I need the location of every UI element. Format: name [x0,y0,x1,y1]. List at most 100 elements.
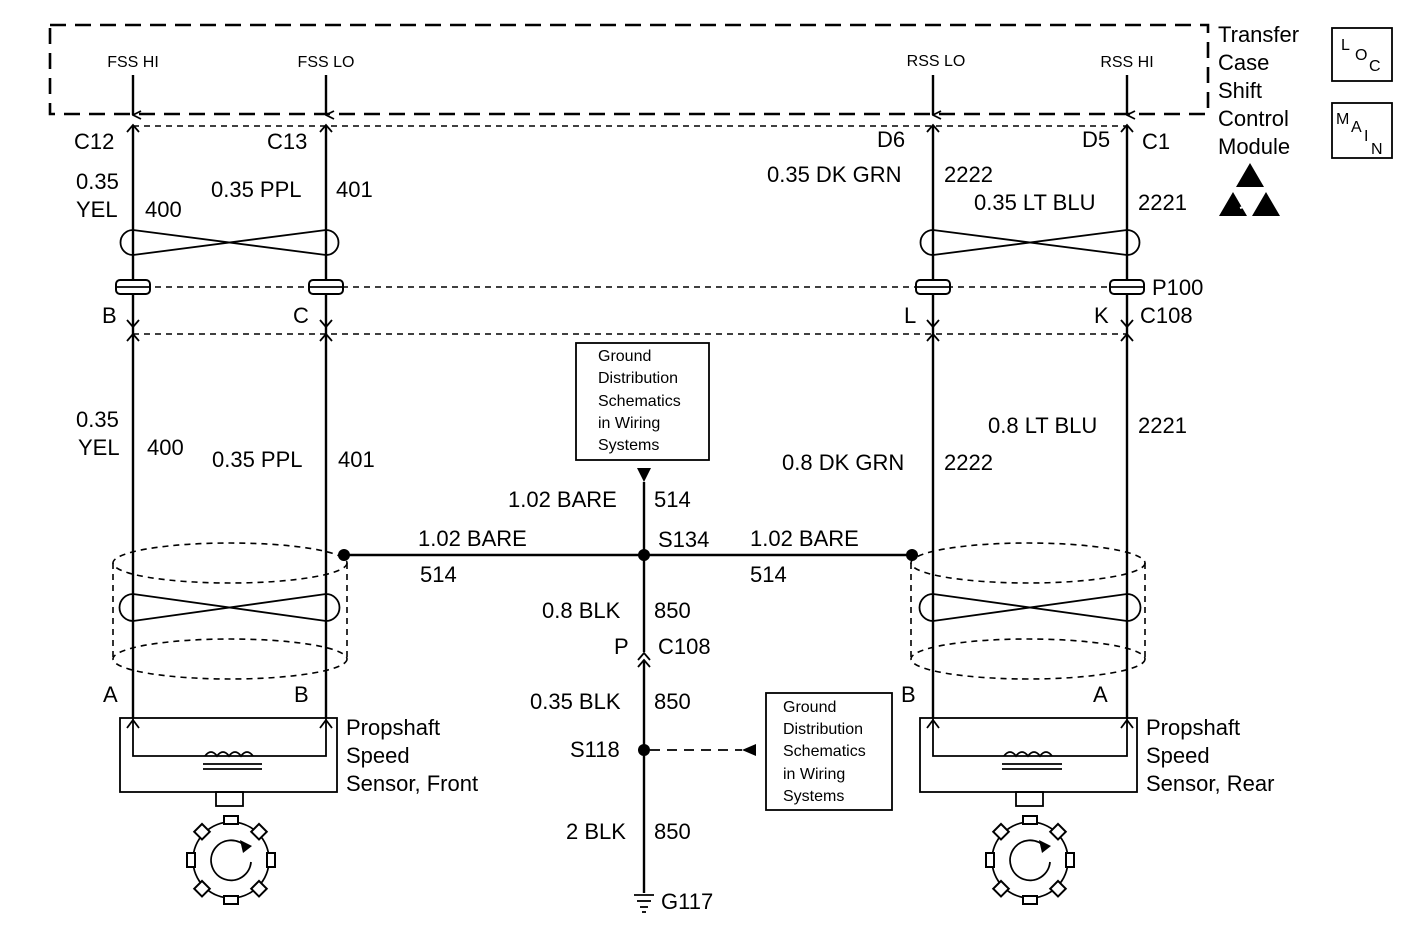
ground-wire-labels: 1.02 BARE 514 S134 0.8 BLK 850 P C108 0.… [508,487,713,914]
module-signal-labels: FSS HI FSS LO RSS LO RSS HI [107,53,1153,71]
svg-text:I: I [1364,128,1368,145]
svg-text:B: B [102,303,117,328]
module-signal-arrows [131,75,1127,115]
svg-text:S134: S134 [658,527,709,552]
svg-text:Propshaft: Propshaft [346,715,440,740]
splice-s134 [338,549,918,561]
svg-text:2222: 2222 [944,162,993,187]
svg-text:C: C [293,303,309,328]
svg-text:FSS LO: FSS LO [298,54,355,71]
svg-text:401: 401 [338,447,375,472]
module-connector-c1 [126,123,1134,133]
svg-text:M: M [1336,111,1349,128]
svg-text:D6: D6 [877,127,905,152]
svg-text:O: O [1355,47,1367,64]
esd-warning-icon [1219,163,1280,216]
svg-text:C108: C108 [658,634,711,659]
ground-reference-box-bottom[interactable]: Ground Distribution Schematics in Wiring… [765,692,893,811]
svg-text:1.02 BARE: 1.02 BARE [508,487,617,512]
svg-text:YEL: YEL [78,435,120,460]
svg-text:A: A [1351,119,1362,136]
svg-text:A: A [103,682,118,707]
svg-text:0.35 LT BLU: 0.35 LT BLU [974,190,1095,215]
svg-text:Sensor, Rear: Sensor, Rear [1146,771,1274,796]
svg-text:N: N [1371,141,1383,158]
main-symbol: M A I N [1331,102,1393,159]
svg-text:400: 400 [145,197,182,222]
svg-text:Distribution: Distribution [598,370,678,387]
svg-text:YEL: YEL [76,197,118,222]
svg-text:Speed: Speed [346,743,410,768]
svg-text:Systems: Systems [783,788,844,805]
svg-text:1.02 BARE: 1.02 BARE [418,526,527,551]
ground-reference-arrow-top [637,468,651,482]
svg-text:0.35: 0.35 [76,407,119,432]
svg-text:1.02 BARE: 1.02 BARE [750,526,859,551]
svg-text:P: P [614,634,629,659]
svg-text:C1: C1 [1142,129,1170,154]
svg-text:Sensor, Front: Sensor, Front [346,771,478,796]
svg-text:L: L [1341,37,1350,54]
svg-text:Distribution: Distribution [783,721,863,738]
svg-text:D5: D5 [1082,127,1110,152]
svg-text:C: C [1369,58,1381,75]
svg-text:Control: Control [1218,106,1289,131]
svg-text:in Wiring: in Wiring [598,415,660,432]
svg-text:850: 850 [654,689,691,714]
svg-text:Shift: Shift [1218,78,1262,103]
ground-center-wire [637,482,651,893]
svg-text:850: 850 [654,819,691,844]
svg-text:0.8 DK GRN: 0.8 DK GRN [782,450,904,475]
svg-text:Speed: Speed [1146,743,1210,768]
svg-text:C108: C108 [1140,303,1193,328]
splice-s118 [638,744,756,756]
module-title: Transfer Case Shift Control Module [1218,22,1299,159]
svg-text:RSS HI: RSS HI [1100,54,1153,71]
svg-text:Ground: Ground [783,699,836,716]
svg-text:2221: 2221 [1138,190,1187,215]
svg-text:P100: P100 [1152,275,1203,300]
svg-text:C12: C12 [74,129,114,154]
shield-front [112,542,348,680]
loc-symbol: L O C [1331,27,1393,82]
passthrough-p100: P100 [115,275,1203,300]
svg-text:0.35 BLK: 0.35 BLK [530,689,621,714]
svg-text:514: 514 [420,562,457,587]
svg-text:0.35 PPL: 0.35 PPL [212,447,303,472]
reluctor-wheel-rear-icon [985,815,1075,905]
twisted-pair-upper-left [119,229,340,256]
svg-text:S118: S118 [570,737,620,762]
module-pin-labels: C12 C13 D6 D5 C1 [74,127,1170,154]
upper-wire-labels: 0.35 YEL 400 0.35 PPL 401 0.35 DK GRN 22… [76,162,1187,222]
svg-text:G117: G117 [661,889,713,914]
module-boundary [48,23,1210,116]
svg-text:B: B [901,682,916,707]
svg-text:in Wiring: in Wiring [783,766,845,783]
svg-text:400: 400 [147,435,184,460]
svg-text:850: 850 [654,598,691,623]
sensor-front: A B Propshaft Speed Sensor, Front [103,682,478,807]
svg-text:0.8 BLK: 0.8 BLK [542,598,621,623]
ground-reference-box-top[interactable]: Ground Distribution Schematics in Wiring… [575,342,710,461]
svg-text:FSS HI: FSS HI [107,54,159,71]
svg-text:Schematics: Schematics [598,393,681,410]
svg-text:Systems: Systems [598,437,659,454]
svg-text:A: A [1093,682,1108,707]
shield-rear [910,542,1146,680]
svg-text:Ground: Ground [598,348,651,365]
reluctor-wheel-front-icon [186,815,276,905]
svg-text:514: 514 [750,562,787,587]
svg-text:K: K [1094,303,1109,328]
svg-text:0.8 LT BLU: 0.8 LT BLU [988,413,1097,438]
sensor-rear: B A Propshaft Speed Sensor, Rear [901,682,1274,807]
svg-text:C13: C13 [267,129,307,154]
svg-text:0.35 PPL: 0.35 PPL [211,177,302,202]
twisted-pair-upper-right [919,229,1141,256]
svg-text:0.35 DK GRN: 0.35 DK GRN [767,162,902,187]
svg-text:RSS LO: RSS LO [907,53,966,70]
svg-text:2 BLK: 2 BLK [566,819,626,844]
svg-text:2222: 2222 [944,450,993,475]
svg-text:Schematics: Schematics [783,743,866,760]
